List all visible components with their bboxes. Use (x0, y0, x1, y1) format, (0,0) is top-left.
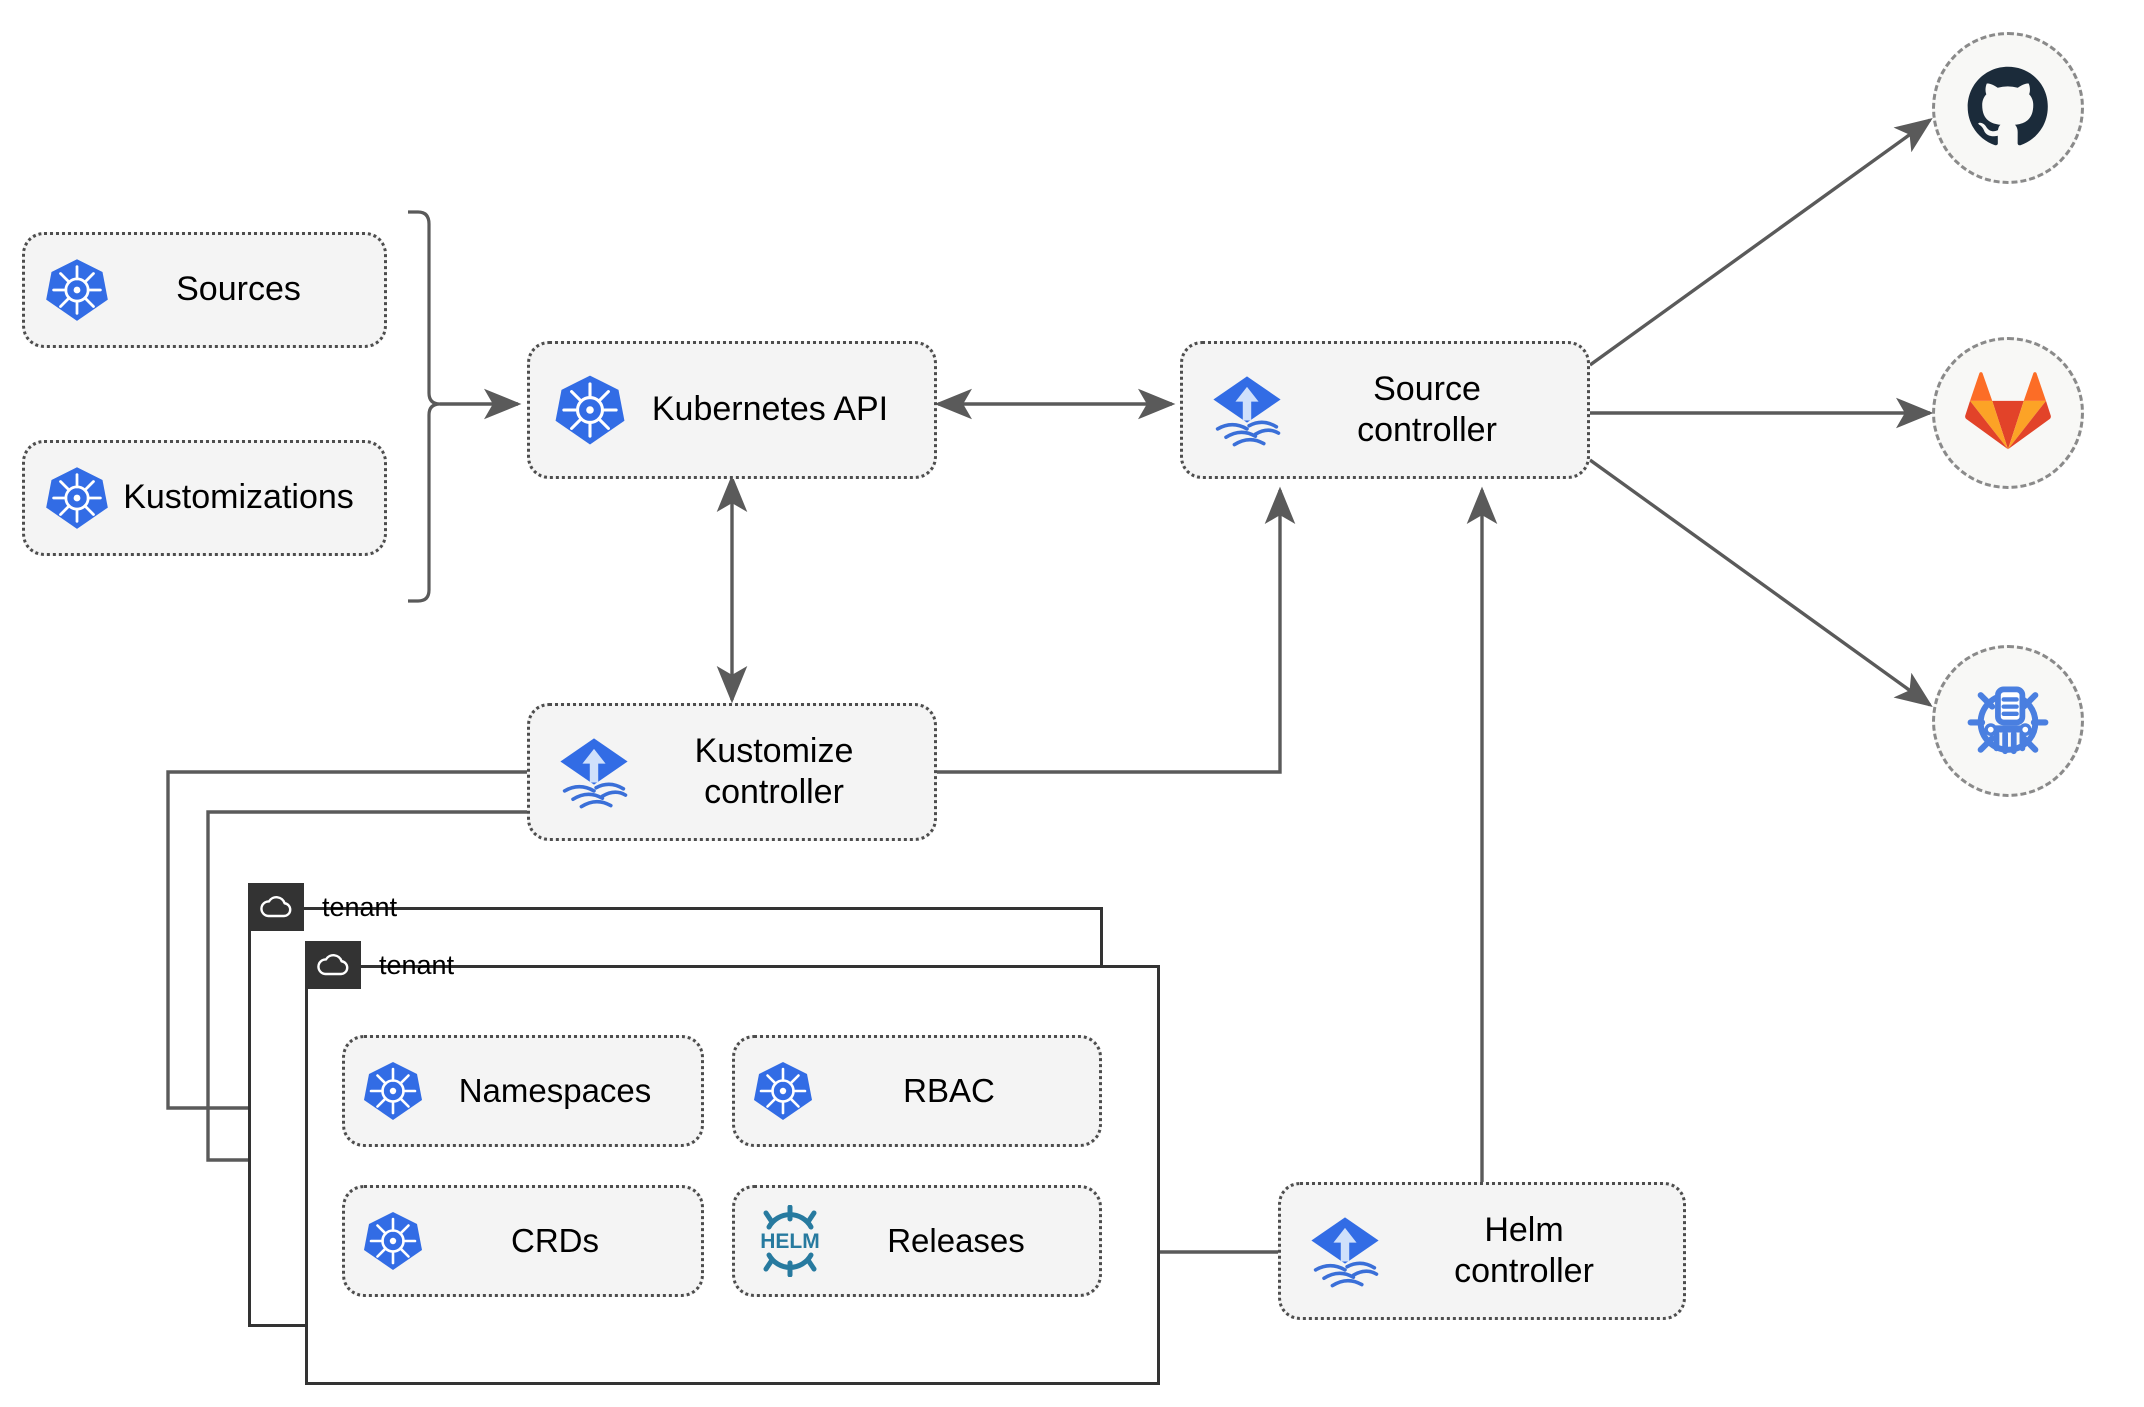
node-namespaces[interactable]: Namespaces (342, 1035, 704, 1147)
node-kubernetes-api-label: Kubernetes API (651, 390, 889, 429)
node-releases-label: Releases (887, 1221, 1025, 1259)
node-rbac[interactable]: RBAC (732, 1035, 1102, 1147)
svg-text:HELM: HELM (760, 1230, 820, 1253)
tenant-header-inner: tenant (305, 941, 454, 989)
node-kustomize-controller-label: Kustomize controller (694, 731, 854, 811)
helm-repository-icon (1967, 686, 2049, 755)
edge-kustomizectl-to-sourcectl (935, 486, 1296, 774)
kubernetes-icon (43, 256, 111, 324)
node-kustomize-controller[interactable]: Kustomize controller (527, 703, 937, 841)
edge-sourcectl-to-helmrepo (1589, 458, 1933, 707)
node-kubernetes-api[interactable]: Kubernetes API (527, 341, 937, 479)
github-icon (1967, 66, 2048, 146)
flux-icon (1205, 368, 1289, 452)
kubernetes-icon (361, 1209, 425, 1273)
tenant-box-inner (305, 965, 1160, 1385)
kubernetes-icon (43, 464, 111, 532)
helm-icon: HELM (751, 1205, 829, 1277)
flux-icon (1303, 1209, 1387, 1293)
node-crds-label: CRDs (511, 1221, 599, 1259)
node-source-controller-label: Source controller (1357, 369, 1497, 449)
brace-sources-group (408, 210, 441, 603)
node-kustomizations[interactable]: Kustomizations (22, 440, 387, 556)
node-helm-controller-label: Helm controller (1454, 1210, 1594, 1290)
external-source-gitlab[interactable] (1932, 337, 2084, 489)
gitlab-icon (1965, 372, 2051, 450)
cloud-icon (248, 883, 304, 931)
tenant-name-outer: tenant (322, 891, 398, 922)
node-sources[interactable]: Sources (22, 232, 387, 348)
node-rbac-label: RBAC (903, 1071, 995, 1109)
kubernetes-icon (361, 1059, 425, 1123)
edge-sourcectl-to-github (1589, 118, 1933, 367)
cloud-icon (305, 941, 361, 989)
external-source-github[interactable] (1932, 32, 2084, 184)
node-sources-label: Sources (176, 270, 301, 309)
node-namespaces-label: Namespaces (458, 1071, 652, 1109)
node-crds[interactable]: CRDs (342, 1185, 704, 1297)
node-kustomizations-label: Kustomizations (123, 478, 354, 517)
tenant-header-outer: tenant (248, 883, 397, 931)
external-source-helm-repository[interactable] (1932, 645, 2084, 797)
tenant-name-inner: tenant (379, 949, 455, 980)
node-source-controller[interactable]: Source controller (1180, 341, 1590, 479)
flux-icon (552, 730, 636, 814)
node-releases[interactable]: HELM Releases (732, 1185, 1102, 1297)
node-helm-controller[interactable]: Helm controller (1278, 1182, 1686, 1320)
kubernetes-icon (552, 372, 628, 448)
kubernetes-icon (751, 1059, 815, 1123)
